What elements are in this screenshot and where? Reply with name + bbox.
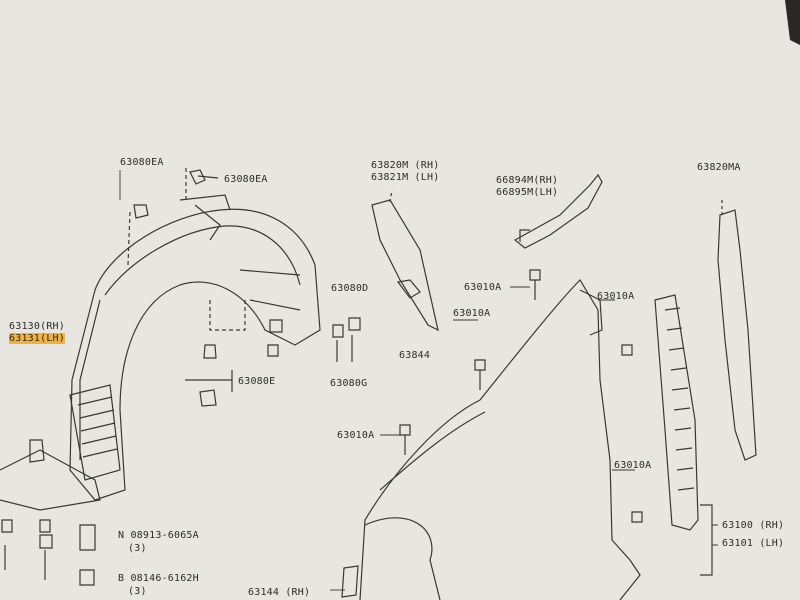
label-63010a-5: 63010A: [614, 460, 652, 471]
label-08913-6065a: N 08913-6065A: [118, 530, 199, 541]
label-63010a-1: 63010A: [464, 282, 502, 293]
label-63844: 63844: [399, 350, 431, 361]
label-63080g: 63080G: [330, 378, 368, 389]
label-63080ea-right: 63080EA: [224, 174, 268, 185]
label-63100-rh: 63100 (RH): [722, 520, 785, 531]
seal-66894m: [513, 173, 603, 249]
label-66894m-rh: 66894M(RH): [496, 175, 559, 186]
bolts-63080d-63080g: [332, 317, 361, 362]
label-66895m-lh: 66895M(LH): [496, 187, 559, 198]
seal-63820m: [371, 189, 439, 332]
label-63010a-4: 63010A: [337, 430, 375, 441]
clip-63080e: [185, 300, 283, 407]
bolts-63010a: [399, 269, 643, 523]
label-63010a-3: 63010A: [597, 291, 635, 302]
label-08146-6162h: B 08146-6162H: [118, 573, 199, 584]
label-08146-qty: (3): [128, 586, 147, 597]
label-63080d: 63080D: [331, 283, 369, 294]
bracket-63144: [341, 565, 359, 598]
label-63010a-2: 63010A: [453, 308, 491, 319]
label-63080e: 63080E: [238, 376, 276, 387]
label-63821m-lh: 63821M (LH): [371, 172, 440, 183]
label-63144-rh: 63144 (RH): [248, 587, 311, 598]
fender-liner: [0, 194, 321, 511]
label-63101-lh: 63101 (LH): [722, 538, 785, 549]
label-63820m-rh: 63820M (RH): [371, 160, 440, 171]
label-08913-qty: (3): [128, 543, 147, 554]
leader-lines: [119, 170, 718, 591]
front-fender: [359, 279, 641, 600]
protector-63820ma: [717, 200, 757, 461]
label-63130-rh: 63130(RH): [9, 321, 65, 332]
label-63080ea-top: 63080EA: [120, 157, 164, 168]
label-63131-lh: 63131(LH): [9, 333, 65, 344]
bracket-63100: [654, 294, 713, 576]
fasteners-lower-left: [1, 519, 96, 586]
clip-63080ea: [127, 168, 219, 266]
label-63820ma: 63820MA: [697, 162, 741, 173]
